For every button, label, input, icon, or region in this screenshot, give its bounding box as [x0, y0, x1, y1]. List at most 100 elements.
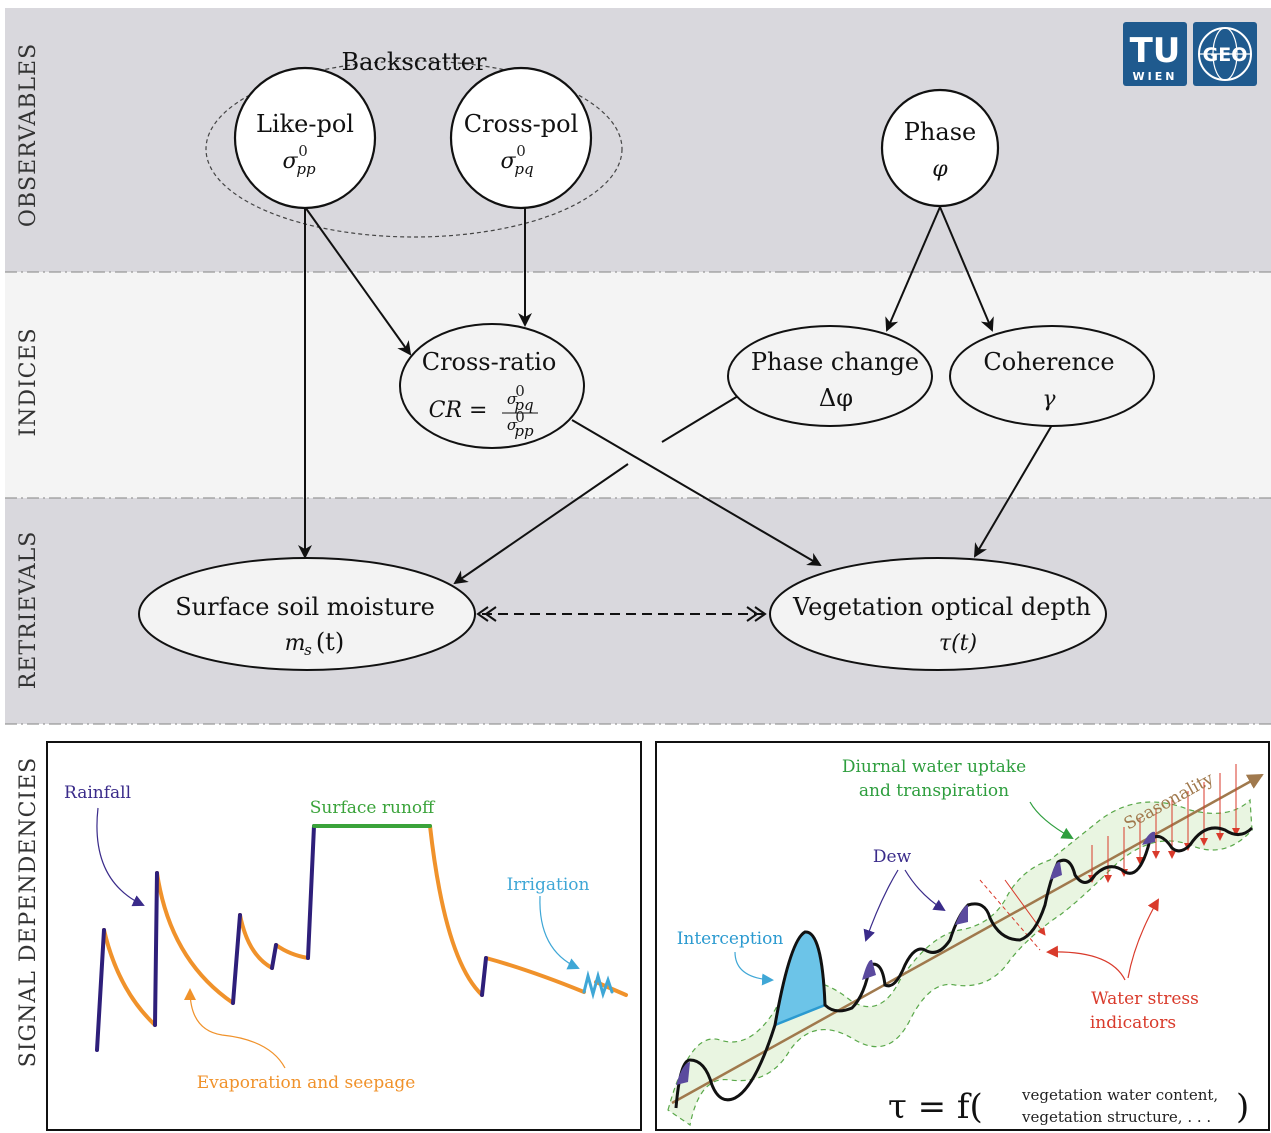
- soil-moisture-series: [95, 824, 628, 1052]
- evaporation-curve: [155, 871, 235, 1005]
- svg-text:σ: σ: [507, 416, 518, 434]
- rainfall-jump: [480, 956, 488, 997]
- svg-text:GEO: GEO: [1203, 44, 1248, 66]
- svg-text:0: 0: [516, 142, 526, 160]
- backscatter-group: [205, 60, 623, 238]
- node-soil-moisture: Surface soil moisture m s (t): [138, 557, 476, 671]
- svg-text:τ(t): τ(t): [939, 631, 977, 656]
- svg-text:Cross-ratio: Cross-ratio: [422, 348, 557, 376]
- svg-text:σ: σ: [500, 149, 516, 174]
- edge-likepol-crossratio: [304, 206, 412, 356]
- vegetation-panel: [667, 764, 1264, 1127]
- svg-text:CR =: CR =: [429, 398, 488, 423]
- edge-phase-coherence: [939, 206, 994, 332]
- edge-phasechange-soilmoisture-a: [661, 395, 739, 443]
- signal-dependencies-label: SIGNAL DEPENDENCIES: [16, 757, 41, 1068]
- svg-text:φ: φ: [932, 157, 948, 182]
- dew-mark: [676, 1062, 690, 1085]
- dew-pointer: [863, 869, 899, 942]
- svg-text:0: 0: [515, 382, 525, 400]
- svg-text:m: m: [285, 631, 306, 656]
- indices-label: INDICES: [16, 327, 41, 436]
- irrigation-pointer: [539, 895, 580, 970]
- node-phase-change: Phase change Δφ: [727, 325, 933, 427]
- svg-text:σ: σ: [282, 149, 298, 174]
- dew-label: Dew: [873, 847, 912, 867]
- edge-crossratio-vod: [571, 419, 822, 567]
- evaporation-curve: [428, 824, 484, 997]
- node-vod: Vegetation optical depth τ(t): [769, 557, 1107, 671]
- rainfall-label: Rainfall: [64, 783, 131, 803]
- retrievals-label: RETRIEVALS: [16, 531, 41, 690]
- svg-text:pp: pp: [296, 160, 316, 178]
- edge-phasechange-soilmoisture-b: [453, 463, 629, 585]
- vod-formula-lhs: τ = f(: [888, 1087, 983, 1127]
- vod-formula-rhs: ): [1236, 1087, 1249, 1127]
- svg-text:0: 0: [515, 408, 525, 426]
- svg-text:γ: γ: [1042, 387, 1056, 412]
- tu-wien-logo: TU WIEN: [1123, 22, 1187, 86]
- node-like-pol: Like-pol σ pp 0: [233, 66, 377, 210]
- edge-phase-phasechange: [885, 206, 941, 332]
- dew-pointer: [904, 869, 946, 912]
- node-cross-ratio: Cross-ratio CR = σ pq 0 σ pp 0: [399, 323, 585, 449]
- rainfall-jump: [306, 824, 316, 960]
- evaporation-curve: [484, 956, 586, 994]
- interception-label: Interception: [677, 929, 784, 949]
- observables-band: [5, 8, 1271, 272]
- svg-text:Phase: Phase: [904, 118, 976, 146]
- svg-text:pq: pq: [514, 396, 533, 414]
- svg-text:Δφ: Δφ: [819, 384, 853, 412]
- dew-mark: [862, 959, 876, 980]
- svg-text:Coherence: Coherence: [983, 348, 1114, 376]
- water-stress-pointer: [1046, 945, 1126, 981]
- water-stress-label: indicators: [1090, 1013, 1176, 1033]
- node-coherence: Coherence γ: [949, 325, 1155, 427]
- svg-text:TU: TU: [1130, 31, 1181, 71]
- rainfall-jump: [270, 943, 278, 970]
- left-panel-frame: [46, 741, 642, 1131]
- svg-text:Cross-pol: Cross-pol: [464, 110, 579, 138]
- evaporation-curve: [274, 943, 310, 960]
- seasonality-axis: [671, 773, 1264, 1105]
- diurnal-label: and transpiration: [859, 781, 1009, 801]
- rainfall-jump: [95, 928, 106, 1052]
- svg-text:Like-pol: Like-pol: [256, 110, 354, 138]
- node-cross-pol: Cross-pol σ pq 0: [449, 66, 593, 210]
- water-stress-pointer: [1127, 898, 1159, 979]
- svg-text:Vegetation optical depth: Vegetation optical depth: [792, 593, 1091, 621]
- svg-text:σ: σ: [507, 390, 518, 408]
- rainfall-jump: [153, 871, 159, 1027]
- dew-mark: [955, 905, 968, 925]
- surface-runoff-label: Surface runoff: [310, 798, 436, 818]
- geo-logo: GEO: [1193, 22, 1257, 86]
- dew-mark: [1142, 831, 1155, 845]
- svg-text:s: s: [304, 641, 312, 659]
- rainfall-jump: [231, 913, 242, 1005]
- svg-text:pq: pq: [514, 160, 533, 178]
- irrigation-pulses: [582, 970, 614, 1000]
- node-phase: Phase φ: [880, 88, 1000, 208]
- vod-formula-arg: vegetation structure, . . .: [1021, 1108, 1211, 1126]
- rainfall-pointer: [96, 807, 145, 907]
- svg-text:Phase change: Phase change: [751, 348, 919, 376]
- interception-pointer: [734, 951, 774, 986]
- evaporation-label: Evaporation and seepage: [197, 1073, 416, 1093]
- diurnal-pointer: [1029, 801, 1074, 839]
- backscatter-label: Backscatter: [342, 48, 487, 76]
- observables-label: OBSERVABLES: [16, 43, 41, 227]
- vod-formula-arg: vegetation water content,: [1021, 1086, 1218, 1104]
- dew-mark: [1050, 861, 1062, 880]
- evaporation-pointer: [184, 988, 286, 1069]
- irrigation-label: Irrigation: [507, 875, 590, 895]
- diurnal-envelope: [667, 798, 1253, 1127]
- svg-text:0: 0: [298, 142, 308, 160]
- evaporation-curve: [102, 928, 157, 1027]
- vod-signal: [674, 826, 1254, 1109]
- svg-text:WIEN: WIEN: [1133, 70, 1178, 83]
- edges: [298, 206, 1053, 622]
- svg-text:Surface soil moisture: Surface soil moisture: [175, 593, 435, 621]
- evaporation-curve: [238, 913, 274, 970]
- edge-coherence-vod: [973, 424, 1053, 558]
